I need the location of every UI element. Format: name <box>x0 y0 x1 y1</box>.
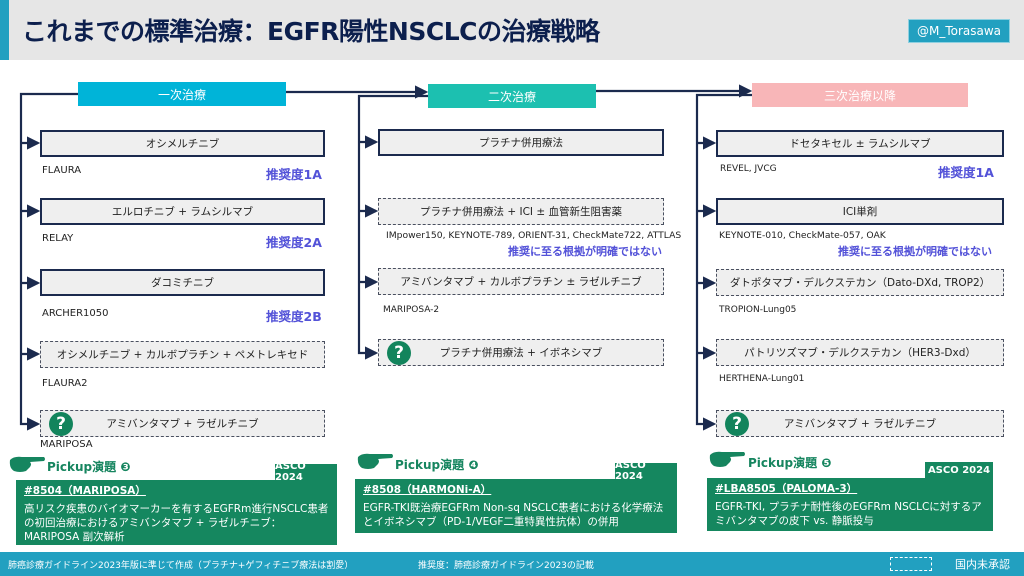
trial-name: FLAURA <box>42 165 82 176</box>
treatment-label: アミバンタマブ + ラゼルチニブ <box>783 418 937 430</box>
legend-dashed-box-icon <box>890 557 932 571</box>
abstract-title: EGFR-TKI, プラチナ耐性後のEGFRm NSCLCに対するアミバンタマブ… <box>715 501 982 527</box>
phase-second-line: 二次治療 <box>428 84 596 108</box>
trial-name: HERTHENA-Lung01 <box>719 374 805 384</box>
phase-third-line: 三次治療以降 <box>752 83 968 107</box>
treatment-label: ダコミチニブ <box>151 277 214 289</box>
treatment-box-docetaxel-ramucirumab: ドセタキセル ± ラムシルマブ <box>716 130 1004 157</box>
phase-first-line: 一次治療 <box>78 82 286 106</box>
header-accent-bar <box>0 0 9 60</box>
footer-grade-note: 推奨度：肺癌診療ガイドライン2023の記載 <box>418 561 594 571</box>
treatment-label: オシメルチニブ <box>145 138 220 150</box>
footer-bar: 肺癌診療ガイドライン2023年版に準じて作成（プラチナ+ゲフィチニブ療法は割愛）… <box>0 552 1024 576</box>
treatment-box-dacomitinib: ダコミチニブ <box>40 269 325 296</box>
treatment-box-osimertinib-chemo: オシメルチニブ + カルボプラチン + ペメトレキセド <box>40 341 325 368</box>
trial-name: RELAY <box>42 233 74 244</box>
abstract-title: EGFR-TKI既治療EGFRm Non-sq NSCLC患者における化学療法と… <box>363 502 664 528</box>
treatment-label: アミバンタマブ + ラゼルチニブ <box>106 418 259 430</box>
pointing-hand-icon <box>709 451 745 467</box>
treatment-label: プラチナ併用療法 + イボネシマブ <box>439 347 603 359</box>
evidence-note: 推奨に至る根拠が明確ではない <box>838 245 992 258</box>
trial-name: MARIPOSA-2 <box>383 305 440 315</box>
page-title: これまでの標準治療：EGFR陽性NSCLCの治療戦略 <box>22 17 600 46</box>
treatment-box-her3-dxd: パトリツズマブ・デルクステカン（HER3-Dxd） <box>716 339 1004 366</box>
trial-name: MARIPOSA <box>40 439 93 450</box>
pickup-label: Pickup演題 ❺ <box>748 456 832 470</box>
header-bar: これまでの標準治療：EGFR陽性NSCLCの治療戦略 @M_Torasawa <box>0 0 1024 60</box>
treatment-box-platinum-ici-antiangiogenic: プラチナ併用療法 + ICI ± 血管新生阻害薬 <box>378 198 664 225</box>
trial-name: ARCHER1050 <box>42 308 109 319</box>
treatment-label: プラチナ併用療法 <box>479 137 563 149</box>
legend-unapproved-label: 国内未承認 <box>955 558 1010 571</box>
trial-name: FLAURA2 <box>42 378 88 389</box>
conference-badge: ASCO 2024 <box>925 462 993 478</box>
trial-name: KEYNOTE-010, CheckMate-057, OAK <box>719 230 886 241</box>
treatment-box-amivantamab-carboplatin: アミバンタマブ + カルボプラチン ± ラゼルチニブ <box>378 268 664 295</box>
treatment-label: パトリツズマブ・デルクステカン（HER3-Dxd） <box>744 347 976 359</box>
treatment-box-platinum-doublet: プラチナ併用療法 <box>378 129 664 156</box>
treatment-label: ドセタキセル ± ラムシルマブ <box>789 138 931 150</box>
conference-badge: ASCO 2024 <box>275 461 337 483</box>
abstract-id: #8508（HARMONi-A） <box>363 484 492 496</box>
abstract-title: 高リスク疾患のバイオマーカーを有するEGFRm進行NSCLC患者の初回治療におけ… <box>24 503 329 543</box>
treatment-label: プラチナ併用療法 + ICI ± 血管新生阻害薬 <box>420 206 622 218</box>
treatment-label: ダトポタマブ・デルクステカン（Dato-DXd, TROP2） <box>729 277 991 289</box>
question-mark-icon: ? <box>49 411 73 436</box>
evidence-note: 推奨に至る根拠が明確ではない <box>508 245 662 258</box>
trial-name: REVEL, JVCG <box>720 164 777 174</box>
pickup-card-mariposa: #8504（MARIPOSA） 高リスク疾患のバイオマーカーを有するEGFRm進… <box>16 480 337 545</box>
pickup-label: Pickup演題 ❹ <box>395 458 479 472</box>
treatment-box-amivantamab-lazertinib-3l: ? アミバンタマブ + ラゼルチニブ <box>716 410 1004 437</box>
conference-badge: ASCO 2024 <box>615 460 677 482</box>
treatment-label: オシメルチニブ + カルボプラチン + ペメトレキセド <box>56 349 309 361</box>
trial-name: IMpower150, KEYNOTE-789, ORIENT-31, Chec… <box>386 230 682 241</box>
treatment-label: ICI単剤 <box>842 206 878 218</box>
treatment-label: アミバンタマブ + カルボプラチン ± ラゼルチニブ <box>400 276 642 288</box>
recommendation-grade: 推奨度1A <box>266 167 322 182</box>
recommendation-grade: 推奨度1A <box>938 165 994 180</box>
treatment-label: エルロチニブ + ラムシルマブ <box>111 206 254 218</box>
treatment-box-ici-monotherapy: ICI単剤 <box>716 198 1004 225</box>
recommendation-grade: 推奨度2A <box>266 235 322 250</box>
pointing-hand-icon <box>9 456 45 472</box>
treatment-box-amivantamab-lazertinib: ? アミバンタマブ + ラゼルチニブ <box>40 410 325 437</box>
pickup-card-paloma-3: #LBA8505（PALOMA-3） EGFR-TKI, プラチナ耐性後のEGF… <box>707 478 993 531</box>
abstract-id: #8504（MARIPOSA） <box>24 485 146 497</box>
pickup-card-harmoni-a: #8508（HARMONi-A） EGFR-TKI既治療EGFRm Non-sq… <box>355 479 677 533</box>
question-mark-icon: ? <box>387 340 411 365</box>
recommendation-grade: 推奨度2B <box>266 309 322 324</box>
trial-name: TROPION-Lung05 <box>719 305 797 315</box>
treatment-box-dato-dxd: ダトポタマブ・デルクステカン（Dato-DXd, TROP2） <box>716 269 1004 296</box>
treatment-box-erlotinib-ramucirumab: エルロチニブ + ラムシルマブ <box>40 198 325 225</box>
footer-source-note: 肺癌診療ガイドライン2023年版に準じて作成（プラチナ+ゲフィチニブ療法は割愛） <box>8 561 354 571</box>
author-handle-badge: @M_Torasawa <box>908 19 1010 43</box>
pointing-hand-icon <box>357 453 393 469</box>
abstract-id: #LBA8505（PALOMA-3） <box>715 483 858 495</box>
pickup-label: Pickup演題 ❸ <box>47 460 131 474</box>
treatment-box-platinum-ivonescimab: ? プラチナ併用療法 + イボネシマブ <box>378 339 664 366</box>
treatment-box-osimertinib: オシメルチニブ <box>40 130 325 157</box>
question-mark-icon: ? <box>725 411 749 436</box>
